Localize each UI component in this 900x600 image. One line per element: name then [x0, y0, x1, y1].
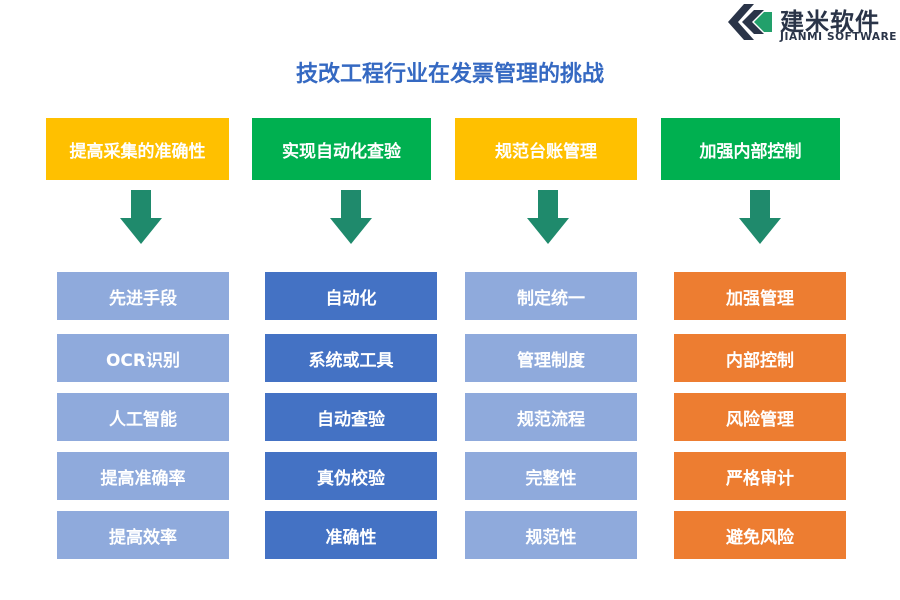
- down-arrow-icon: [739, 190, 781, 244]
- list-item: OCR识别: [57, 334, 229, 382]
- logo-text-cn: 建米软件: [780, 8, 880, 36]
- brand-logo: 建米软件 JIANMI SOFTWARE: [724, 0, 900, 46]
- column-internal-control: 加强内部控制 加强管理 内部控制 风险管理 严格审计 避免风险: [661, 118, 846, 568]
- column-header: 规范台账管理: [455, 118, 637, 180]
- list-item: 完整性: [465, 452, 637, 500]
- page-title: 技改工程行业在发票管理的挑战: [295, 62, 604, 87]
- list-item: 避免风险: [674, 511, 846, 559]
- list-item: 自动查验: [265, 393, 437, 441]
- list-item: 真伪校验: [265, 452, 437, 500]
- list-item: 系统或工具: [265, 334, 437, 382]
- column-header: 实现自动化查验: [252, 118, 431, 180]
- list-item: 先进手段: [57, 272, 229, 320]
- list-item: 人工智能: [57, 393, 229, 441]
- list-item: 提高效率: [57, 511, 229, 559]
- column-accuracy: 提高采集的准确性 先进手段 OCR识别 人工智能 提高准确率 提高效率: [46, 118, 230, 568]
- list-item: 风险管理: [674, 393, 846, 441]
- list-item: 提高准确率: [57, 452, 229, 500]
- column-header: 提高采集的准确性: [46, 118, 229, 180]
- list-item: 自动化: [265, 272, 437, 320]
- column-automation: 实现自动化查验 自动化 系统或工具 自动查验 真伪校验 准确性: [252, 118, 437, 568]
- list-item: 内部控制: [674, 334, 846, 382]
- list-item: 制定统一: [465, 272, 637, 320]
- logo-text-en: JIANMI SOFTWARE: [780, 31, 898, 43]
- column-header: 加强内部控制: [661, 118, 840, 180]
- column-ledger: 规范台账管理 制定统一 管理制度 规范流程 完整性 规范性: [455, 118, 639, 568]
- list-item: 加强管理: [674, 272, 846, 320]
- list-item: 管理制度: [465, 334, 637, 382]
- down-arrow-icon: [120, 190, 162, 244]
- logo-mark-icon: [728, 4, 772, 40]
- list-item: 规范流程: [465, 393, 637, 441]
- down-arrow-icon: [527, 190, 569, 244]
- list-item: 准确性: [265, 511, 437, 559]
- list-item: 严格审计: [674, 452, 846, 500]
- list-item: 规范性: [465, 511, 637, 559]
- down-arrow-icon: [330, 190, 372, 244]
